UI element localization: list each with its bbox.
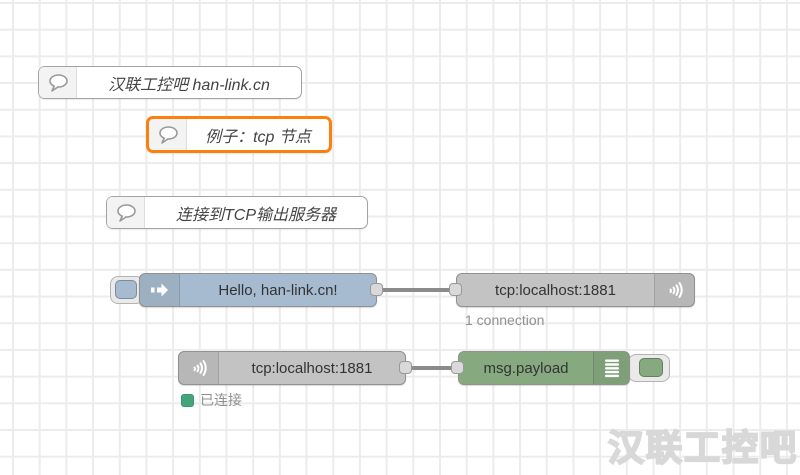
comment-bubble-icon	[39, 67, 77, 98]
debug-input-port[interactable]	[451, 361, 464, 374]
watermark-text: 汉联工控吧	[607, 426, 798, 469]
tcp-waves-icon	[654, 274, 694, 306]
inject-output-port[interactable]	[370, 283, 383, 296]
tcp-in-node-label: tcp:localhost:1881	[251, 359, 373, 377]
wire-inject-to-tcpout[interactable]	[376, 288, 463, 292]
inject-trigger-pad[interactable]	[114, 280, 137, 299]
tcp-out-status-text: 1 connection	[465, 312, 545, 328]
comment-node-hanlink[interactable]: 汉联工控吧 han-link.cn	[38, 66, 302, 99]
tcp-in-node[interactable]: tcp:localhost:1881	[178, 351, 406, 385]
inject-node[interactable]: Hello, han-link.cn!	[139, 273, 377, 307]
debug-toggle-pad[interactable]	[639, 358, 663, 377]
tcp-in-status-text: 已连接	[200, 392, 242, 408]
status-connected-dot	[181, 393, 194, 407]
comment-bubble-icon	[107, 197, 145, 228]
wire-tcpin-to-debug[interactable]	[405, 366, 463, 370]
debug-lines-icon	[593, 352, 629, 384]
comment-bubble-icon	[149, 119, 187, 150]
tcp-out-node[interactable]: tcp:localhost:1881	[456, 273, 695, 307]
comment-label: 例子：tcp 节点	[205, 128, 311, 146]
comment-node-connect-tcp[interactable]: 连接到TCP输出服务器	[106, 196, 368, 229]
tcp-in-status: 已连接	[181, 390, 242, 410]
tcp-out-input-port[interactable]	[449, 283, 462, 296]
comment-label: 汉联工控吧 han-link.cn	[108, 76, 270, 94]
tcp-out-node-label: tcp:localhost:1881	[495, 281, 616, 299]
inject-trigger-button[interactable]	[110, 276, 144, 304]
tcp-out-status: 1 connection	[465, 312, 544, 328]
debug-node[interactable]: msg.payload	[458, 351, 630, 385]
debug-toggle-button[interactable]	[628, 354, 670, 382]
comment-label: 连接到TCP输出服务器	[175, 206, 336, 224]
tcp-waves-icon	[179, 352, 219, 384]
tcp-in-output-port[interactable]	[399, 361, 412, 374]
debug-node-label: msg.payload	[483, 359, 569, 377]
inject-node-label: Hello, han-link.cn!	[218, 281, 338, 299]
inject-arrow-icon	[140, 274, 180, 306]
comment-node-example-selected[interactable]: 例子：tcp 节点	[146, 116, 332, 153]
